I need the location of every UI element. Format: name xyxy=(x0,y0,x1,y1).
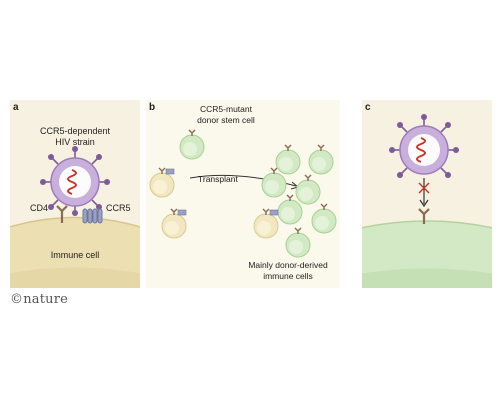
donor-derived-cells-label: Mainly donor-derived immune cells xyxy=(248,260,328,281)
panel-c-label: c xyxy=(365,102,371,113)
cd4-receptor-icon xyxy=(418,208,430,224)
donor-cell-icon xyxy=(261,167,287,198)
donor-cell-icon xyxy=(295,174,321,205)
rna-icon xyxy=(416,137,426,163)
panel-a: a CCR5-dependent HIV strain CD4 CCR5 Imm… xyxy=(10,100,140,288)
donor-cell-icon xyxy=(275,144,301,175)
panel-b-label: b xyxy=(149,102,156,113)
recipient-cell-icon xyxy=(149,167,175,198)
donor-cell-icon xyxy=(308,144,334,175)
donor-cell-icon xyxy=(311,203,337,234)
recipient-cell-icon xyxy=(253,208,279,239)
immune-cell-label: Immune cell xyxy=(50,250,100,260)
immune-cell-nucleus xyxy=(10,267,140,288)
donor-cell-icon xyxy=(179,129,205,160)
nature-logo: ©nature xyxy=(10,292,69,307)
transplant-label: Transplant xyxy=(198,174,238,184)
panel-b: b CCR5-mutant donor stem cell Transplant… xyxy=(146,100,340,288)
virus-label: CCR5-dependent HIV strain xyxy=(39,126,111,147)
panel-b-graphic xyxy=(149,129,337,258)
hiv-virus-icon xyxy=(40,146,110,216)
cd4-label: CD4 xyxy=(30,203,49,213)
resistant-cell-nucleus xyxy=(362,268,492,288)
ccr5-label: CCR5 xyxy=(106,203,131,213)
panel-c-graphic xyxy=(362,114,492,288)
blocked-arrow-icon xyxy=(418,178,430,208)
donor-cell-icon xyxy=(277,194,303,225)
panel-c: c xyxy=(362,100,492,288)
hiv-virus-icon xyxy=(389,114,459,178)
panel-a-graphic xyxy=(10,146,140,288)
donor-cell-icon xyxy=(285,227,311,258)
donor-stem-cell-label: CCR5-mutant donor stem cell xyxy=(197,104,255,125)
ccr5-receptor-icon xyxy=(82,208,103,224)
rna-icon xyxy=(67,169,77,195)
recipient-cell-icon xyxy=(161,208,187,239)
panel-a-label: a xyxy=(13,102,19,113)
cd4-receptor-icon xyxy=(56,205,68,223)
